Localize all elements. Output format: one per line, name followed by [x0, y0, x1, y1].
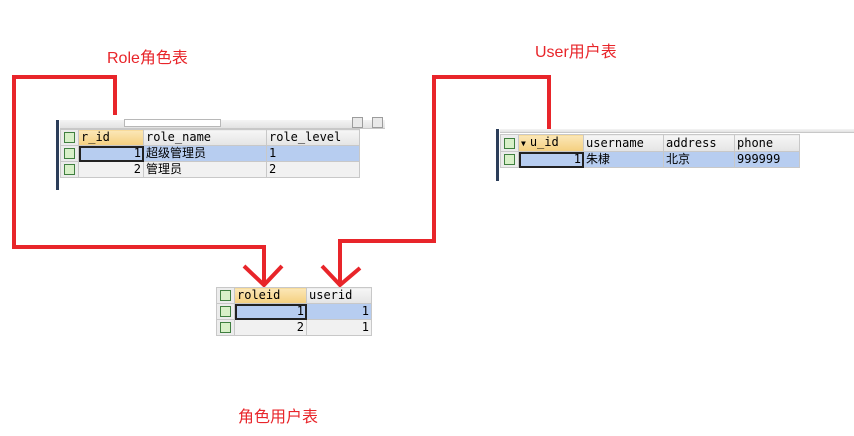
cell-roleid[interactable]: 2: [234, 319, 307, 336]
cell-username[interactable]: 朱棣: [583, 151, 664, 168]
sort-desc-icon[interactable]: ▼: [521, 139, 526, 148]
role-table: r_id role_name role_level 1 超级管理员 1 2 管理…: [60, 129, 360, 178]
role-grid-filter-box[interactable]: [124, 119, 221, 127]
row-select-checkbox-icon: [64, 132, 75, 143]
cell-userid[interactable]: 1: [306, 319, 372, 336]
user-header-row: ▼u_id username address phone: [500, 134, 800, 152]
cell-roleid[interactable]: 1: [234, 303, 307, 320]
col-header-userid[interactable]: userid: [306, 287, 372, 304]
row-marker[interactable]: [500, 151, 519, 168]
row-select-checkbox-icon: [220, 290, 231, 301]
user-grid-left-bar: [496, 129, 499, 181]
role-to-userrole-arrow: [12, 75, 266, 283]
col-header-u_id-label: u_id: [529, 135, 559, 149]
cell-u_id[interactable]: 1: [518, 151, 584, 168]
col-header-role_name[interactable]: role_name: [143, 129, 267, 146]
cell-phone[interactable]: 999999: [734, 151, 800, 168]
col-header-role_level[interactable]: role_level: [266, 129, 360, 146]
user-arrowhead: [320, 264, 362, 288]
row-marker[interactable]: [216, 319, 235, 336]
col-header-phone[interactable]: phone: [734, 134, 800, 152]
user-role-table-caption: 角色用户表: [238, 409, 319, 426]
user-table: ▼u_id username address phone 1 朱棣 北京 999…: [500, 134, 800, 168]
table-row[interactable]: 1 1: [216, 303, 372, 320]
row-select-checkbox-icon: [64, 164, 75, 175]
col-header-roleid[interactable]: roleid: [234, 287, 307, 304]
user-grid-toolbar: [500, 129, 854, 133]
row-select-checkbox-icon: [504, 137, 515, 149]
cell-userid[interactable]: 1: [306, 303, 372, 320]
cell-r_id[interactable]: 1: [78, 145, 144, 162]
userrole-header-row: roleid userid: [216, 287, 372, 304]
role-corner[interactable]: [60, 129, 79, 146]
role-header-row: r_id role_name role_level: [60, 129, 360, 146]
cell-role_name[interactable]: 超级管理员: [143, 145, 267, 162]
role-grid-toolbar-button[interactable]: [352, 117, 363, 128]
col-header-u_id[interactable]: ▼u_id: [518, 134, 584, 152]
cell-r_id[interactable]: 2: [78, 161, 144, 178]
userrole-corner[interactable]: [216, 287, 235, 304]
cell-role_level[interactable]: 2: [266, 161, 360, 178]
col-header-address[interactable]: address: [663, 134, 735, 152]
row-marker[interactable]: [216, 303, 235, 320]
role-grid-toolbar-button[interactable]: [372, 117, 383, 128]
cell-role_name[interactable]: 管理员: [143, 161, 267, 178]
cell-address[interactable]: 北京: [663, 151, 735, 168]
col-header-r_id[interactable]: r_id: [78, 129, 144, 146]
table-row[interactable]: 2 1: [216, 319, 372, 336]
row-select-checkbox-icon: [64, 148, 75, 159]
user-table-caption: User用户表: [535, 44, 617, 61]
role-grid-left-bar: [56, 120, 59, 190]
role-grid-toolbar: [60, 117, 385, 129]
row-select-checkbox-icon: [220, 322, 231, 333]
user-corner[interactable]: [500, 134, 519, 152]
row-marker[interactable]: [60, 145, 79, 162]
col-header-username[interactable]: username: [583, 134, 664, 152]
user-role-table: roleid userid 1 1 2 1: [216, 287, 372, 336]
role-table-caption: Role角色表: [107, 50, 188, 67]
table-row[interactable]: 1 超级管理员 1: [60, 145, 360, 162]
cell-role_level[interactable]: 1: [266, 145, 360, 162]
row-select-checkbox-icon: [220, 306, 231, 317]
row-marker[interactable]: [60, 161, 79, 178]
role-arrowhead: [242, 264, 284, 288]
table-row[interactable]: 1 朱棣 北京 999999: [500, 151, 800, 168]
row-select-checkbox-icon: [504, 154, 515, 165]
table-row[interactable]: 2 管理员 2: [60, 161, 360, 178]
user-to-userrole-arrow: [338, 75, 551, 283]
